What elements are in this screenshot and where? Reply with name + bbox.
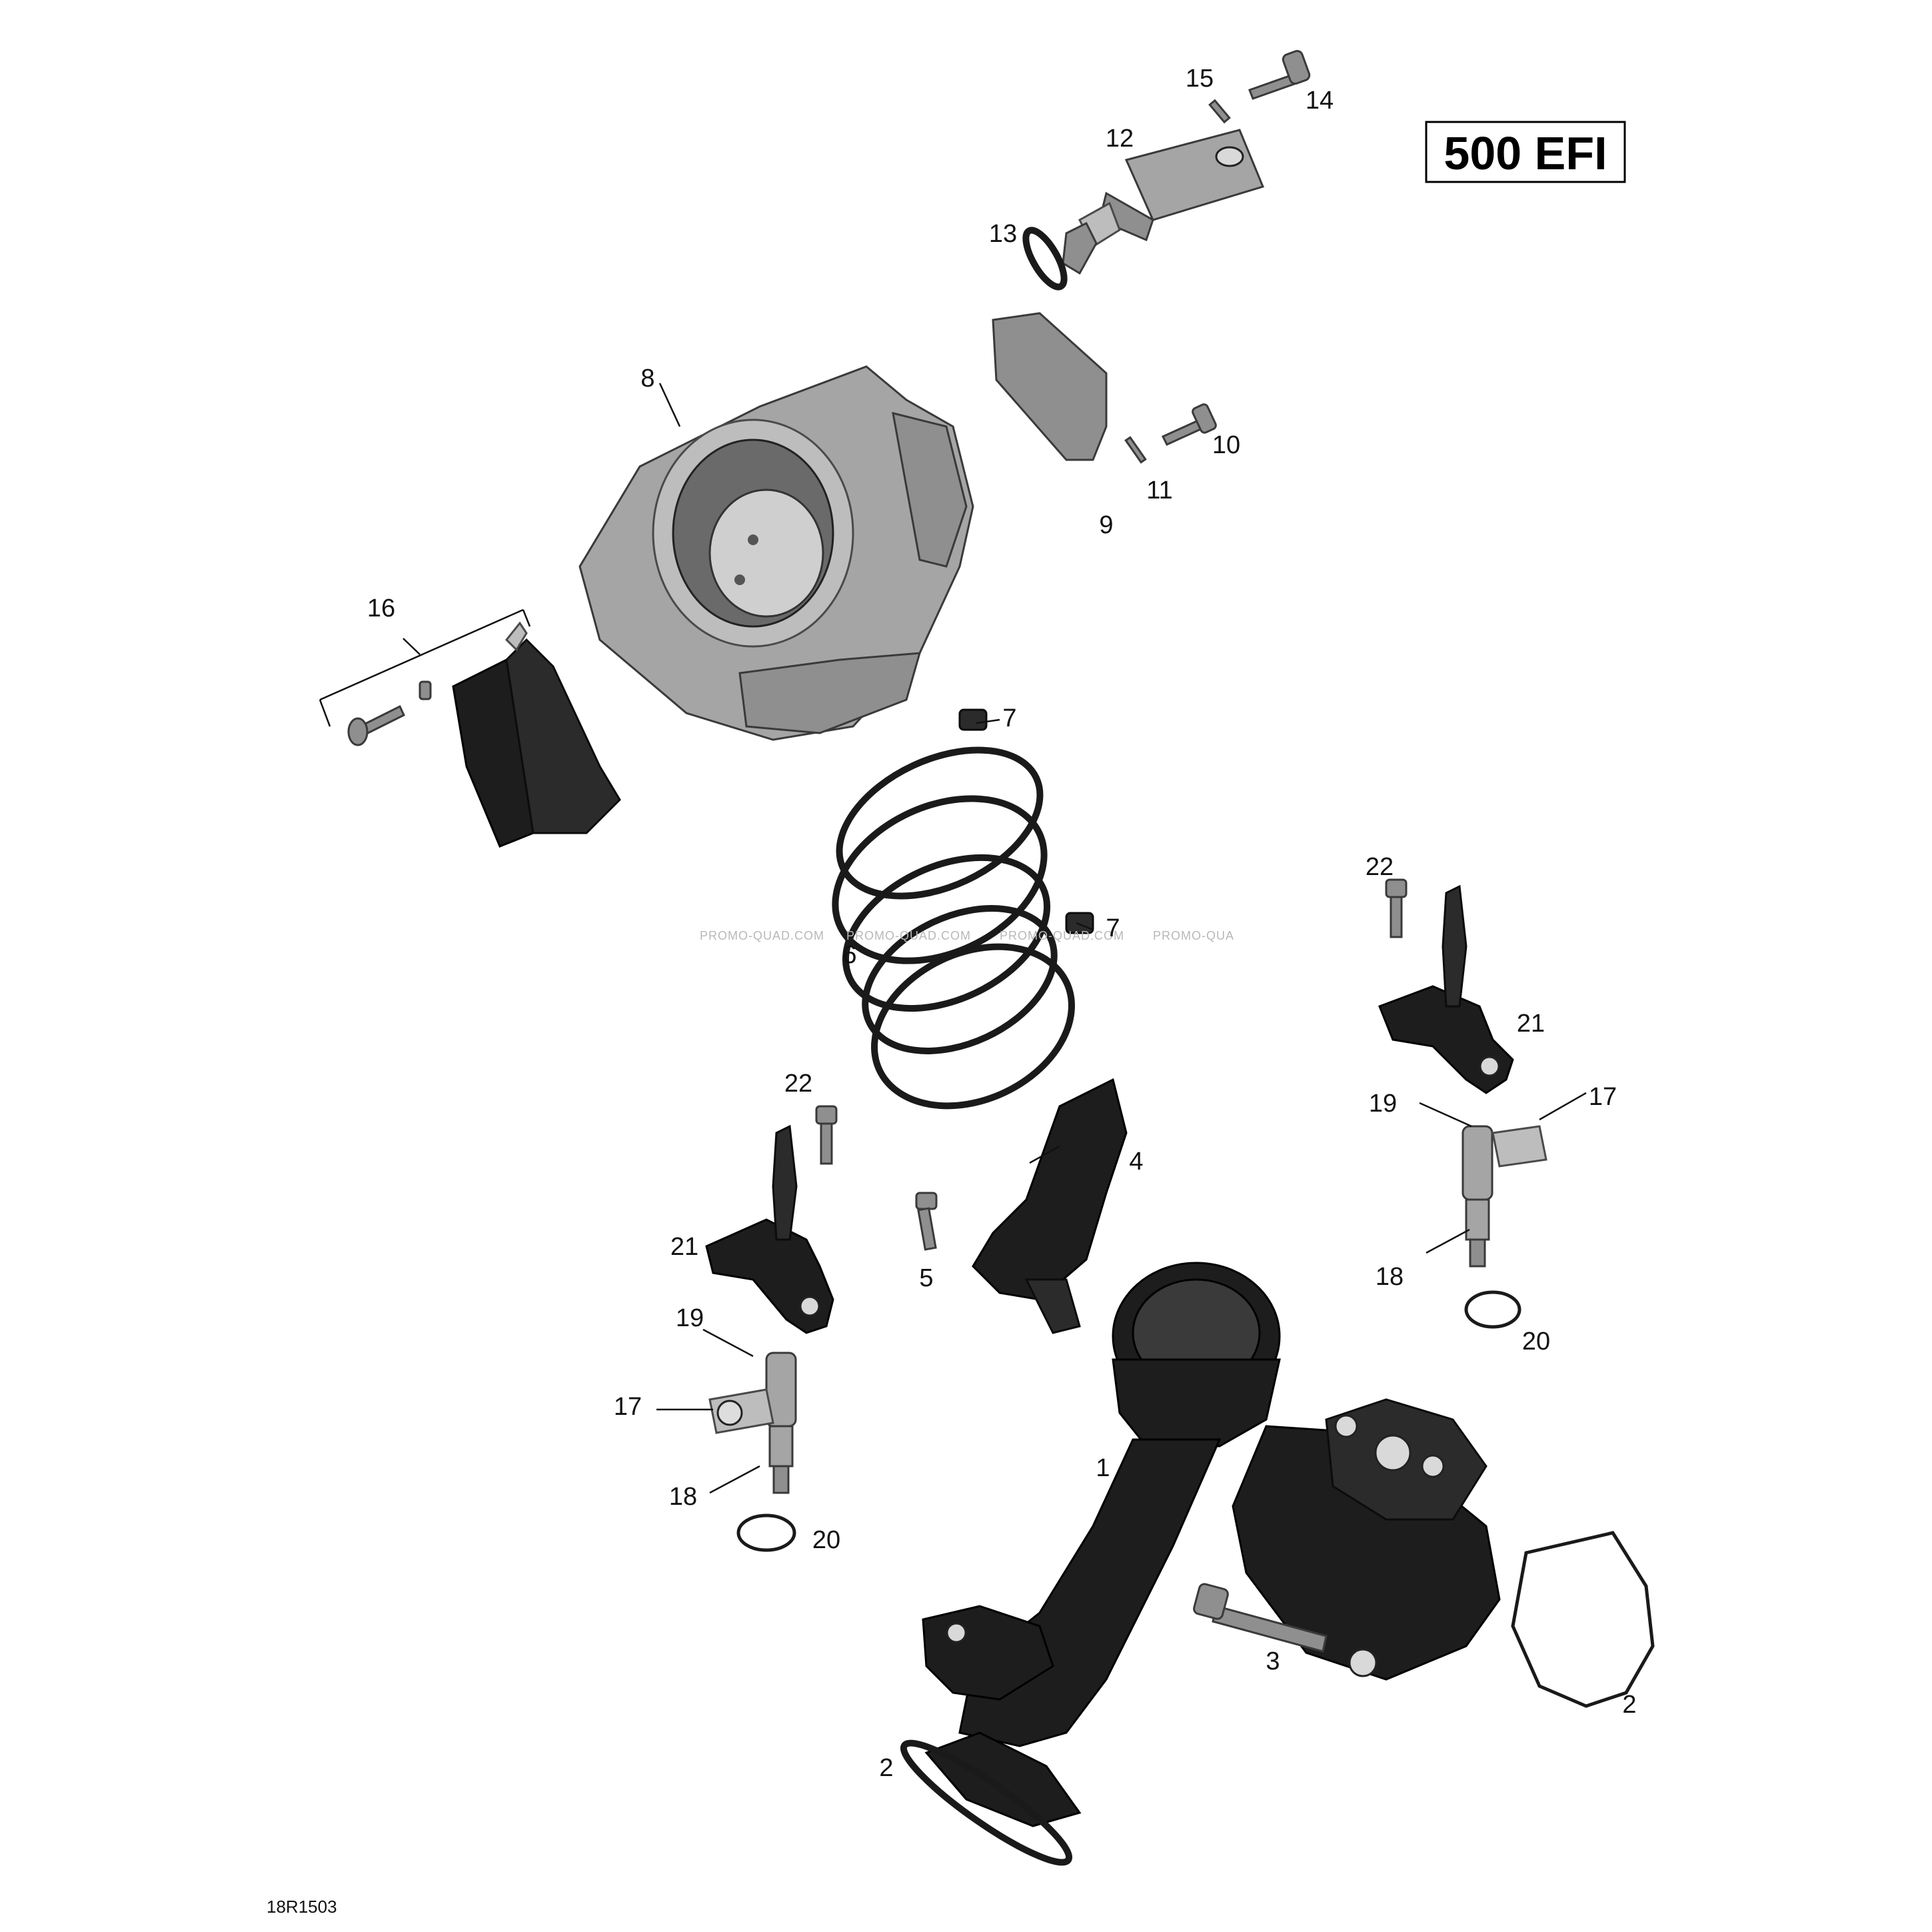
boot-and-clamps[interactable]	[809, 708, 1098, 1136]
fuel-injector-right[interactable]	[1461, 1125, 1547, 1268]
callout-19-left: 19	[676, 1304, 704, 1332]
callout-17-left: 17	[614, 1393, 642, 1421]
screw-14[interactable]	[1248, 49, 1311, 100]
callout-7-top: 7	[1002, 704, 1016, 732]
screw-22-right[interactable]	[1385, 878, 1408, 938]
callout-9: 9	[1099, 511, 1113, 539]
callout-21-right: 21	[1517, 1010, 1545, 1038]
callout-20-left: 20	[812, 1526, 840, 1554]
idle-air-control-valve[interactable]	[1062, 129, 1265, 275]
callout-20-right: 20	[1522, 1328, 1550, 1356]
callout-14: 14	[1306, 87, 1334, 115]
o-ring-20-right[interactable]	[1464, 1290, 1521, 1329]
screw-10[interactable]	[1161, 403, 1217, 446]
model-badge: 500 EFI	[1425, 121, 1626, 183]
fuel-rail-right[interactable]	[1378, 884, 1514, 1094]
bolt-3[interactable]	[1193, 1583, 1328, 1653]
reference-code: 18R1503	[267, 1897, 337, 1917]
callout-17-right: 17	[1589, 1083, 1617, 1111]
fuel-rail-left[interactable]	[705, 1124, 834, 1334]
callout-18-right: 18	[1376, 1263, 1404, 1291]
callout-21-left: 21	[670, 1233, 698, 1261]
callout-7-bottom: 7	[1106, 914, 1120, 942]
bracket-16	[319, 608, 531, 727]
watermark-4: PROMO-QUA	[1153, 929, 1234, 942]
callout-19-right: 19	[1369, 1090, 1397, 1118]
watermark-2: PROMO-QUAD.COM	[846, 929, 971, 942]
throttle-body[interactable]	[578, 365, 974, 741]
washer-11[interactable]	[1124, 436, 1147, 464]
fuel-injector-left[interactable]	[708, 1352, 797, 1494]
tps-cover[interactable]	[452, 621, 621, 848]
watermarks: PROMO-QUAD.COM PROMO-QUAD.COM PROMO-QUAD…	[700, 929, 1234, 942]
manifold-gasket-right[interactable]	[1511, 1531, 1655, 1708]
tps-cover-screw[interactable]	[347, 704, 405, 746]
callout-5: 5	[919, 1264, 933, 1292]
callouts: 1 2 2 3 4 5 6 7 7 8 9 10 11 12 13 14 15 …	[367, 65, 1637, 1782]
o-ring-20-left[interactable]	[736, 1513, 796, 1552]
callout-13: 13	[989, 220, 1017, 248]
washer-15[interactable]	[1208, 99, 1231, 124]
callout-16: 16	[367, 594, 395, 622]
tps-cover-spacer[interactable]	[419, 680, 432, 700]
callout-4: 4	[1129, 1148, 1143, 1176]
callout-10: 10	[1212, 431, 1240, 459]
callout-15: 15	[1186, 65, 1214, 93]
manifold-gasket-bottom[interactable]	[893, 1729, 1080, 1876]
callout-22-left: 22	[784, 1070, 812, 1098]
map-sensor[interactable]	[972, 1078, 1128, 1334]
o-ring-13[interactable]	[1018, 225, 1071, 292]
callout-12: 12	[1106, 125, 1134, 153]
model-badge-text: 500 EFI	[1444, 127, 1607, 179]
callout-2-right: 2	[1622, 1691, 1636, 1719]
callout-3: 3	[1266, 1647, 1280, 1675]
callout-1: 1	[1096, 1454, 1110, 1482]
callout-11: 11	[1146, 477, 1172, 504]
callout-8: 8	[640, 365, 654, 393]
watermark-3: PROMO-QUAD.COM	[1000, 929, 1124, 942]
intake-manifold[interactable]	[922, 1262, 1501, 1827]
screw-5[interactable]	[915, 1192, 938, 1251]
tps-bracket[interactable]	[992, 312, 1108, 461]
callout-22-right: 22	[1366, 853, 1394, 881]
watermark-1: PROMO-QUAD.COM	[700, 929, 824, 942]
callout-6: 6	[842, 941, 856, 969]
screw-22-left[interactable]	[815, 1105, 838, 1165]
callout-18-left: 18	[669, 1483, 697, 1511]
leader-lines	[656, 383, 1587, 1494]
callout-2-bottom: 2	[879, 1754, 893, 1782]
